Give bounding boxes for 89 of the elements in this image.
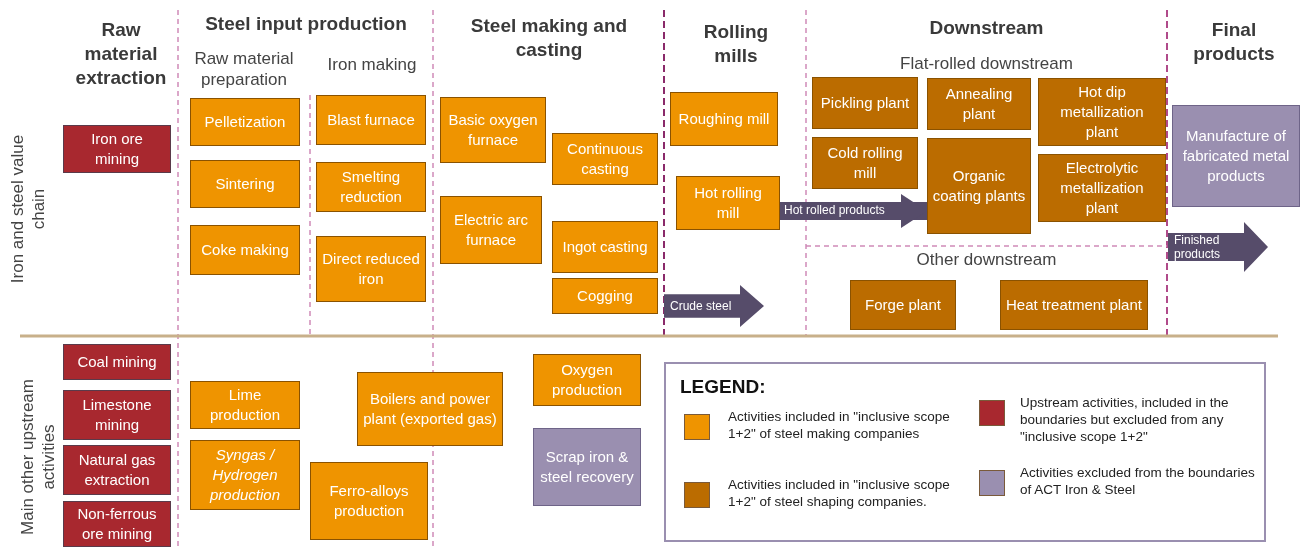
process-box — [533, 428, 641, 506]
box-label: Hot dip metallization plant — [1059, 82, 1145, 142]
process-box — [316, 95, 426, 145]
box-label: Electrolytic metallization plant — [1059, 158, 1145, 218]
box-label: Limestone mining — [81, 395, 153, 435]
box-label: Direct reduced iron — [321, 249, 421, 289]
box-label: Ingot casting — [561, 237, 649, 257]
process-box — [190, 98, 300, 146]
block-arrow — [1168, 222, 1268, 272]
process-box — [190, 440, 300, 510]
box-label: Pelletization — [203, 112, 287, 132]
process-box — [440, 196, 542, 264]
process-box — [190, 225, 300, 275]
subheading: Raw material preparation — [193, 48, 295, 90]
box-label: Natural gas extraction — [77, 450, 157, 490]
process-box — [63, 501, 171, 547]
column-heading: Rolling mills — [702, 20, 770, 68]
legend-text: Activities excluded from the boundaries of ACT Iron & Steel — [1020, 464, 1256, 498]
process-box — [676, 176, 780, 230]
process-box — [1038, 154, 1166, 222]
box-label: Basic oxygen furnace — [447, 110, 539, 150]
process-box — [190, 160, 300, 208]
process-box — [310, 462, 428, 540]
process-box — [552, 133, 658, 185]
box-label: Manufacture of fabricated metal products — [1181, 126, 1291, 186]
arrow-label: Crude steel — [669, 299, 733, 313]
column-heading: Raw material extraction — [74, 18, 168, 90]
subheading: Flat-rolled downstream — [899, 53, 1074, 74]
box-label: Annealing plant — [944, 84, 1014, 124]
legend-text: Activities included in "inclusive scope 1+2" of steel making companies — [728, 408, 951, 442]
box-label: Smelting reduction — [339, 167, 403, 207]
process-box — [440, 97, 546, 163]
box-label: Forge plant — [864, 295, 942, 315]
process-box — [1038, 78, 1166, 146]
column-heading: Steel making and casting — [469, 14, 629, 62]
box-label: Oxygen production — [550, 360, 624, 400]
block-arrow — [664, 285, 764, 327]
process-box — [63, 344, 171, 380]
block-arrow — [780, 194, 927, 228]
subheading: Other downstream — [915, 249, 1058, 270]
box-label: Coke making — [200, 240, 290, 260]
box-label: Cold rolling mill — [826, 143, 904, 183]
process-box — [316, 236, 426, 302]
column-heading: Downstream — [928, 16, 1045, 40]
legend-text: Upstream activities, included in the boundaries but excluded from any "inclusive scope 1+2" — [1020, 394, 1230, 445]
subheading: Iron making — [326, 54, 418, 75]
process-box — [1000, 280, 1148, 330]
box-label: Lime production — [208, 385, 282, 425]
process-box — [63, 445, 171, 495]
box-label: Sintering — [214, 174, 276, 194]
row-heading: Main other upstream activities — [17, 378, 59, 537]
box-label: Ferro-alloys production — [328, 481, 410, 521]
box-label: Continuous casting — [566, 139, 644, 179]
process-box — [552, 221, 658, 273]
box-label: Iron ore mining — [90, 129, 144, 169]
process-box — [812, 137, 918, 189]
box-label: Electric arc furnace — [452, 210, 530, 250]
legend-text: Activities included in "inclusive scope 1+2" of steel shaping companies. — [728, 476, 951, 510]
legend-title: LEGEND: — [680, 376, 766, 398]
edge-label: Hot rolled products — [784, 203, 885, 218]
column-heading: Steel input production — [204, 12, 408, 36]
process-box — [190, 381, 300, 429]
box-label: Blast furnace — [326, 110, 416, 130]
process-box — [533, 354, 641, 406]
box-label: Coal mining — [76, 352, 158, 372]
box-label: Organic coating plants — [931, 166, 1027, 206]
box-label: Scrap iron & steel recovery — [539, 447, 635, 487]
box-label: Non-ferrous ore mining — [76, 504, 158, 544]
column-heading: Final products — [1192, 18, 1276, 66]
box-label: Syngas / Hydrogen production — [208, 445, 282, 505]
box-label: Heat treatment plant — [1005, 295, 1143, 315]
process-box — [316, 162, 426, 212]
process-box — [670, 92, 778, 146]
arrow-label: Finished products — [1173, 233, 1222, 261]
process-box — [850, 280, 956, 330]
box-label: Cogging — [576, 286, 634, 306]
process-box — [63, 390, 171, 440]
process-box — [927, 78, 1031, 130]
process-box — [357, 372, 503, 446]
box-label: Pickling plant — [819, 93, 911, 113]
process-box — [1172, 105, 1300, 207]
process-box — [552, 278, 658, 314]
process-box — [812, 77, 918, 129]
row-heading: Iron and steel value chain — [7, 133, 49, 286]
box-label: Roughing mill — [677, 109, 771, 129]
process-box — [63, 125, 171, 173]
process-box — [927, 138, 1031, 234]
box-label: Hot rolling mill — [693, 183, 763, 223]
box-label: Boilers and power plant (exported gas) — [362, 389, 498, 429]
